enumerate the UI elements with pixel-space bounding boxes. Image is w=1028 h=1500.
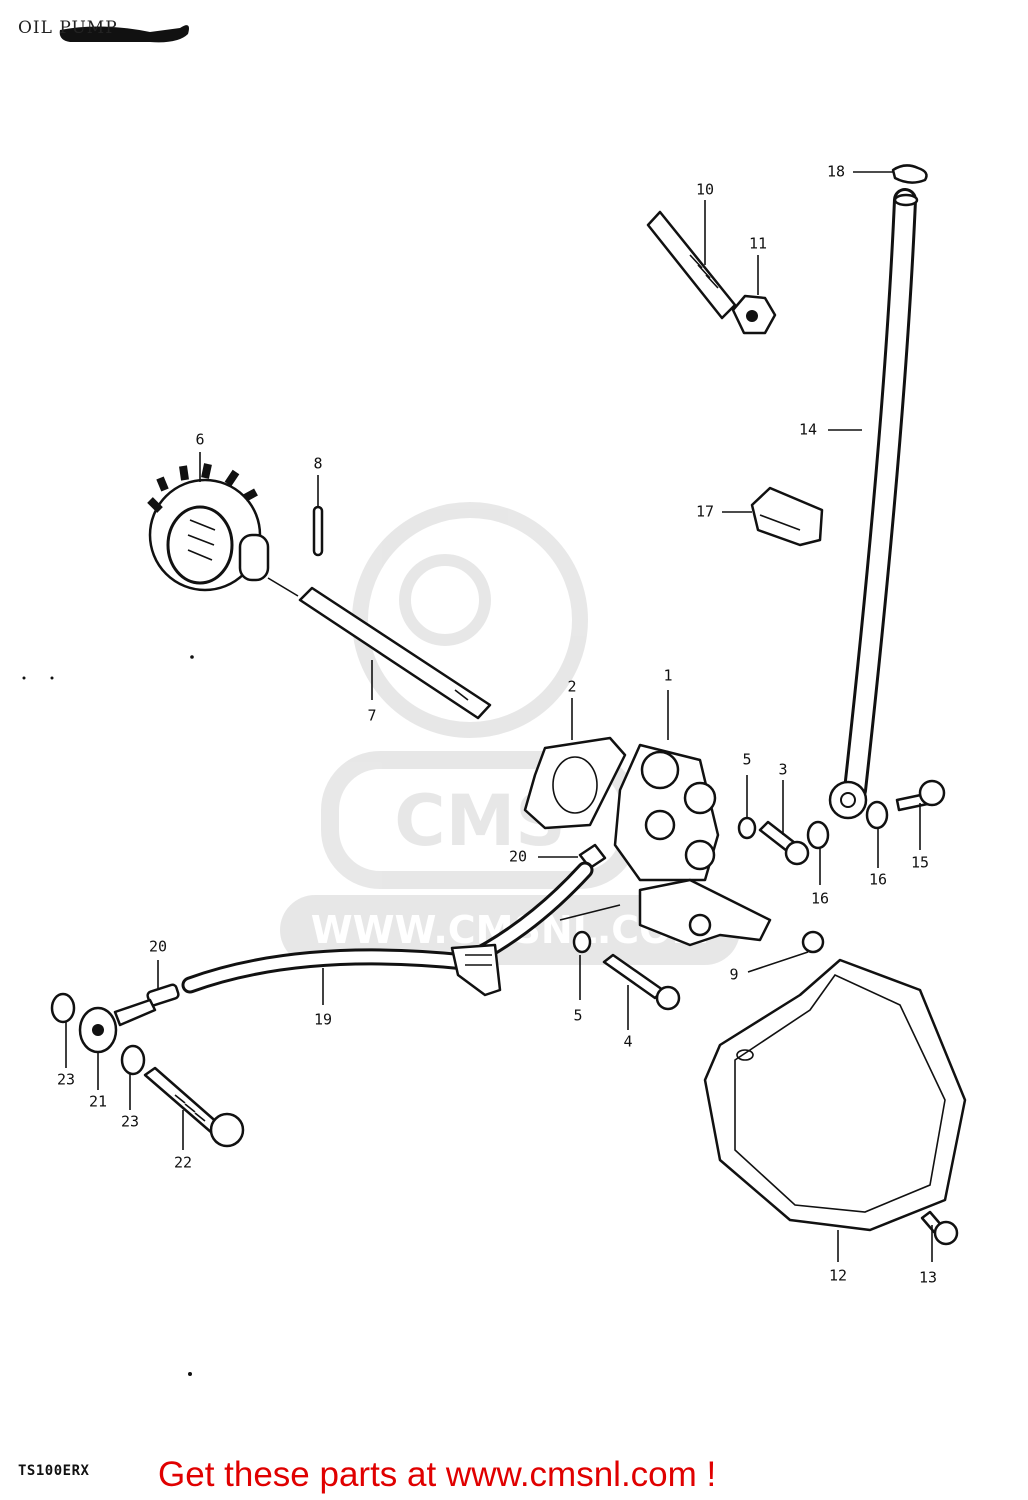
part-5-washer-lower [559, 904, 621, 1000]
part-6-gear [147, 452, 270, 592]
callout-10: 10 [696, 181, 714, 199]
part-4-screw [602, 953, 681, 1030]
part-21-banjo [78, 998, 157, 1090]
callout-8: 8 [313, 455, 322, 473]
callout-2: 2 [567, 678, 576, 696]
part-23-washer-left [50, 992, 76, 1068]
part-14-hose [828, 188, 919, 802]
part-15-bolt [895, 779, 946, 850]
callout-16-right: 16 [869, 871, 887, 889]
part-5-washer-upper [737, 775, 757, 840]
part-22-banjo-bolt [143, 1066, 245, 1150]
callout-labels: 1 2 3 4 5 5 6 7 8 9 10 11 12 13 14 15 16… [57, 163, 937, 1287]
callout-9: 9 [729, 966, 738, 984]
part-11-nut [731, 255, 777, 335]
callout-7: 7 [367, 707, 376, 725]
callout-23-right: 23 [121, 1113, 139, 1131]
callout-18: 18 [827, 163, 845, 181]
callout-23-left: 23 [57, 1071, 75, 1089]
callout-5-upper: 5 [742, 751, 751, 769]
callout-11: 11 [749, 235, 767, 253]
page-title: OIL PUMP [18, 18, 118, 38]
part-13-screw [920, 1210, 959, 1262]
callout-19: 19 [314, 1011, 332, 1029]
part-7-shaft [267, 577, 492, 720]
part-2-gasket [523, 698, 627, 830]
callout-17: 17 [696, 503, 714, 521]
part-20-fitting-lower [146, 960, 180, 1007]
callout-15: 15 [911, 854, 929, 872]
title-ink-blob [59, 25, 189, 43]
part-16-washer-left [806, 820, 830, 885]
model-code: TS100ERX [18, 1463, 90, 1479]
promo-link[interactable]: Get these parts at www.cmsnl.com ! [158, 1455, 717, 1494]
part-10-bolt [646, 200, 737, 320]
part-9-plug [747, 930, 825, 973]
callout-5-lower: 5 [573, 1007, 582, 1025]
part-8-pin [312, 475, 324, 557]
banjo-fitting [828, 780, 868, 820]
callout-3: 3 [778, 761, 787, 779]
callout-13: 13 [919, 1269, 937, 1287]
callout-14: 14 [799, 421, 817, 439]
callout-6: 6 [195, 431, 204, 449]
callout-4: 4 [623, 1033, 632, 1051]
callout-1: 1 [663, 667, 672, 685]
part-23-washer-right [120, 1044, 146, 1110]
callout-22: 22 [174, 1154, 192, 1172]
callout-12: 12 [829, 1267, 847, 1285]
callout-20-upper: 20 [509, 848, 527, 866]
scan-specks [22, 655, 194, 1376]
callout-20-lower: 20 [149, 938, 167, 956]
part-17-clamp [722, 486, 824, 547]
part-16-washer-right [865, 800, 889, 868]
part-19-hose [181, 861, 594, 1005]
part-18-clip [853, 164, 928, 184]
callout-16-left: 16 [811, 890, 829, 908]
part-1-pump-body [613, 690, 772, 947]
part-12-cover [703, 958, 967, 1262]
part-3-screw [758, 780, 810, 866]
callout-21: 21 [89, 1093, 107, 1111]
